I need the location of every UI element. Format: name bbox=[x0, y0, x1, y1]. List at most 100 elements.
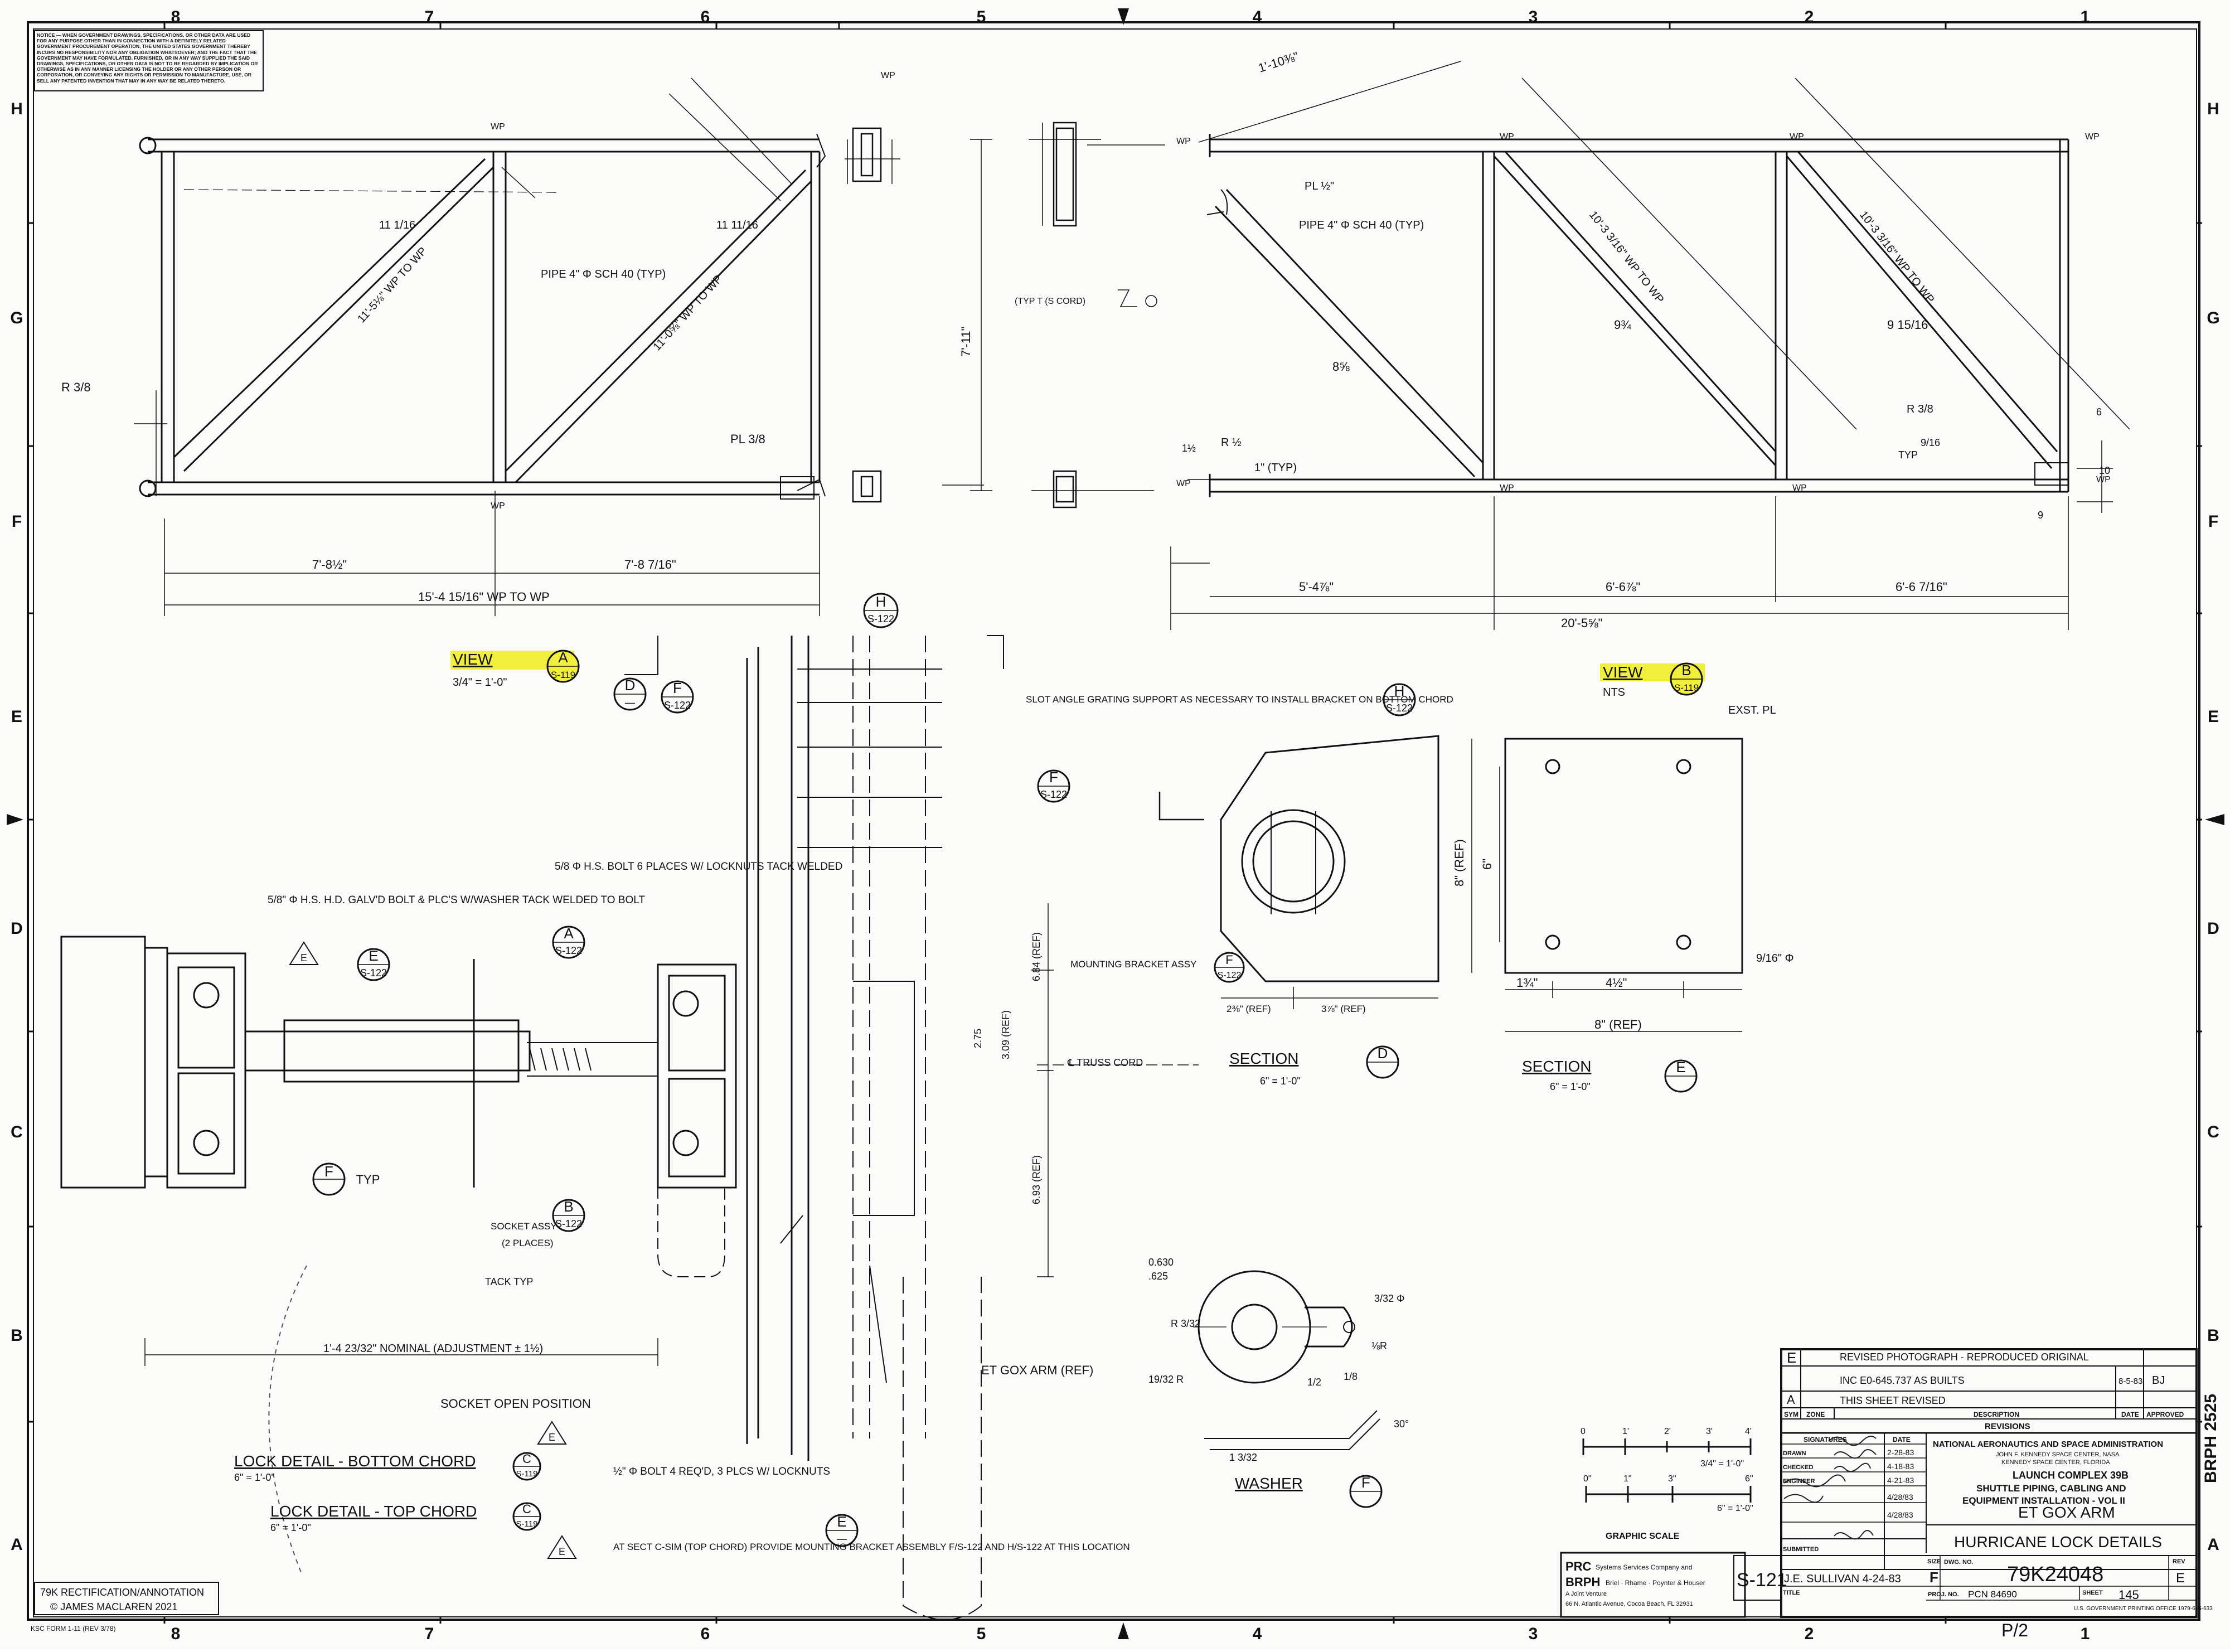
washer-id: F bbox=[1361, 1474, 1370, 1491]
left-dim-b: 7'-8 7/16" bbox=[624, 558, 676, 571]
graphic-scale bbox=[1582, 1438, 1752, 1503]
zone-row-c: C bbox=[11, 1123, 23, 1141]
right-typ: TYP bbox=[1898, 449, 1918, 461]
title-block-text: E REVISED PHOTOGRAPH - REPRODUCED ORIGIN… bbox=[31, 1349, 2220, 1632]
scale2-t2: 3" bbox=[1668, 1474, 1676, 1484]
zone-row-e-right: E bbox=[2208, 708, 2219, 726]
zone-row-f-right: F bbox=[2208, 512, 2218, 531]
rev-row2-date: 8-5-83 bbox=[2118, 1377, 2142, 1386]
callout-ftyp-note: TYP bbox=[356, 1173, 380, 1186]
tb-title1: ET GOX ARM bbox=[2018, 1504, 2115, 1521]
firm-brph: BRPH bbox=[1565, 1575, 1600, 1589]
tb-rev-label: REV bbox=[2173, 1558, 2185, 1565]
washer-eighth: 1/8 bbox=[1344, 1371, 1358, 1382]
tb-vertical: BRPH 2525 bbox=[2202, 1394, 2220, 1483]
ksc-form: KSC FORM 1-11 (REV 3/78) bbox=[31, 1625, 115, 1632]
zone-col-1-bottom: 1 bbox=[2081, 1625, 2090, 1643]
zone-col-5-bottom: 5 bbox=[977, 1625, 986, 1643]
section-d-id: D bbox=[1378, 1045, 1388, 1062]
section-e-h8: 8" (REF) bbox=[1452, 839, 1466, 886]
right-plate: PL ½" bbox=[1305, 180, 1334, 192]
section-d-scale: 6" = 1'-0" bbox=[1260, 1076, 1301, 1087]
washer-r18: ⅛R bbox=[1371, 1340, 1387, 1351]
right-small-2: 6 bbox=[2096, 406, 2102, 418]
firm-addr: 66 N. Atlantic Avenue, Cocoa Beach, FL 3… bbox=[1565, 1601, 1693, 1607]
section-e-hole: 9/16" Φ bbox=[1756, 952, 1794, 965]
rev-row1-desc: REVISED PHOTOGRAPH - REPRODUCED ORIGINAL bbox=[1840, 1351, 2089, 1363]
truss-right bbox=[1170, 61, 2130, 630]
tb-proj-label: PROJ. NO. bbox=[1928, 1591, 1959, 1598]
zone-col-2-bottom: 2 bbox=[1805, 1625, 1814, 1643]
section-e bbox=[1471, 738, 1743, 1032]
note-socket2: (2 PLACES) bbox=[502, 1238, 554, 1248]
zone-row-g: G bbox=[10, 309, 23, 327]
tri-e-1: E bbox=[300, 952, 307, 963]
zone-col-3-bottom: 3 bbox=[1529, 1625, 1538, 1643]
rev-row1-sym: E bbox=[1787, 1349, 1796, 1366]
tb-dwg: 79K24048 bbox=[2007, 1563, 2103, 1586]
note-et-gox: ET GOX ARM (REF) bbox=[981, 1363, 1093, 1377]
view-b-id: B bbox=[1681, 662, 1691, 679]
tri-e-2: E bbox=[549, 1432, 555, 1443]
section-e-w4: 4½" bbox=[1606, 976, 1627, 990]
rect-line1: 79K RECTIFICATION/ANNOTATION bbox=[40, 1587, 204, 1598]
submitted-label: SUBMITTED bbox=[1783, 1546, 1819, 1553]
left-pl: PL 3/8 bbox=[730, 432, 765, 446]
right-small-1: 9/16 bbox=[1921, 437, 1940, 448]
truss-left-sections bbox=[845, 127, 992, 503]
tb-center: JOHN F. KENNEDY SPACE CENTER, NASA bbox=[1996, 1451, 2120, 1458]
callout-d-id: D bbox=[625, 677, 636, 694]
title-label: TITLE bbox=[1783, 1590, 1800, 1596]
callout-ftyp-id: F bbox=[324, 1163, 333, 1180]
view-b-scale: NTS bbox=[1603, 686, 1625, 699]
washer-w: 1 3/32 bbox=[1229, 1452, 1257, 1463]
dim-684: 6.84 (REF) bbox=[1031, 932, 1042, 981]
zone-row-a: A bbox=[11, 1535, 23, 1554]
zone-row-d-right: D bbox=[2207, 919, 2219, 938]
note-open: SOCKET OPEN POSITION bbox=[440, 1397, 591, 1411]
scale2-t3: 6" bbox=[1745, 1474, 1753, 1484]
zone-col-5: 5 bbox=[977, 8, 986, 26]
right-wp-m4: WP bbox=[1792, 483, 1807, 493]
graphic-scale-label: GRAPHIC SCALE bbox=[1606, 1532, 1680, 1541]
sheet-border bbox=[27, 21, 2202, 1624]
zone-row-b-right: B bbox=[2207, 1326, 2219, 1345]
sig-engineer-date: 4-21-83 bbox=[1887, 1476, 1914, 1485]
right-dim-a: 5'-4⅞" bbox=[1299, 580, 1334, 594]
adjustment-arc bbox=[268, 1265, 307, 1573]
signature-scribbles bbox=[1783, 1436, 1877, 1540]
lock-top-scale: 6" = 1'-0" bbox=[270, 1522, 311, 1533]
tb-pcn: PCN 84690 bbox=[1968, 1589, 2017, 1600]
lock-bottom-title: LOCK DETAIL - BOTTOM CHORD bbox=[234, 1452, 476, 1470]
note-bolt-half: ½" Φ BOLT 4 REQ'D, 3 PLCS W/ LOCKNUTS bbox=[613, 1466, 830, 1477]
right-dim-b: 6'-6⅞" bbox=[1606, 580, 1640, 594]
note-bolt-right: 5/8 Φ H.S. BOLT 6 PLACES W/ LOCKNUTS TAC… bbox=[555, 861, 842, 873]
section-h-sheet: S-122 bbox=[1386, 703, 1413, 714]
washer-r3: R 3/32 bbox=[1171, 1318, 1200, 1329]
callout-a-sheet: S-122 bbox=[555, 945, 582, 956]
truss-left bbox=[134, 77, 826, 616]
section-e-title: SECTION bbox=[1522, 1058, 1591, 1075]
right-r38: R 3/8 bbox=[1907, 403, 1933, 415]
rev-h-desc: DESCRIPTION bbox=[1974, 1411, 2019, 1418]
right-dim-total: 20'-5⅝" bbox=[1561, 616, 1602, 630]
zone-row-c-right: C bbox=[2207, 1123, 2219, 1141]
right-small-5: 1½ bbox=[1182, 443, 1196, 454]
lock-top-id: C bbox=[522, 1502, 531, 1516]
rev-row2-desc: INC E0-645.737 AS BUILTS bbox=[1840, 1375, 1965, 1386]
callout-e-bottom-sheet: — bbox=[837, 1533, 847, 1544]
right-wp-b: WP bbox=[1176, 479, 1191, 488]
view-b-sheet: S-119 bbox=[1674, 682, 1699, 693]
zone-row-d: D bbox=[11, 919, 23, 938]
scale2-t0: 0" bbox=[1583, 1474, 1592, 1484]
lock-bottom-id: C bbox=[522, 1452, 531, 1466]
right-pipe-note: PIPE 4" Φ SCH 40 (TYP) bbox=[1299, 219, 1424, 231]
right-dim-c: 6'-6 7/16" bbox=[1896, 580, 1947, 594]
note-mount: MOUNTING BRACKET ASSY bbox=[1070, 959, 1196, 970]
lock-detail bbox=[60, 635, 1199, 1620]
washer-hole: 3/32 Φ bbox=[1374, 1293, 1404, 1304]
callout-f1-id: F bbox=[673, 680, 682, 696]
zone-labels: 8 7 6 5 4 3 2 1 8 7 6 5 4 3 2 1 H G F E … bbox=[10, 8, 2219, 1643]
zone-arrows bbox=[7, 8, 2224, 1639]
section-d-title: SECTION bbox=[1229, 1050, 1298, 1067]
